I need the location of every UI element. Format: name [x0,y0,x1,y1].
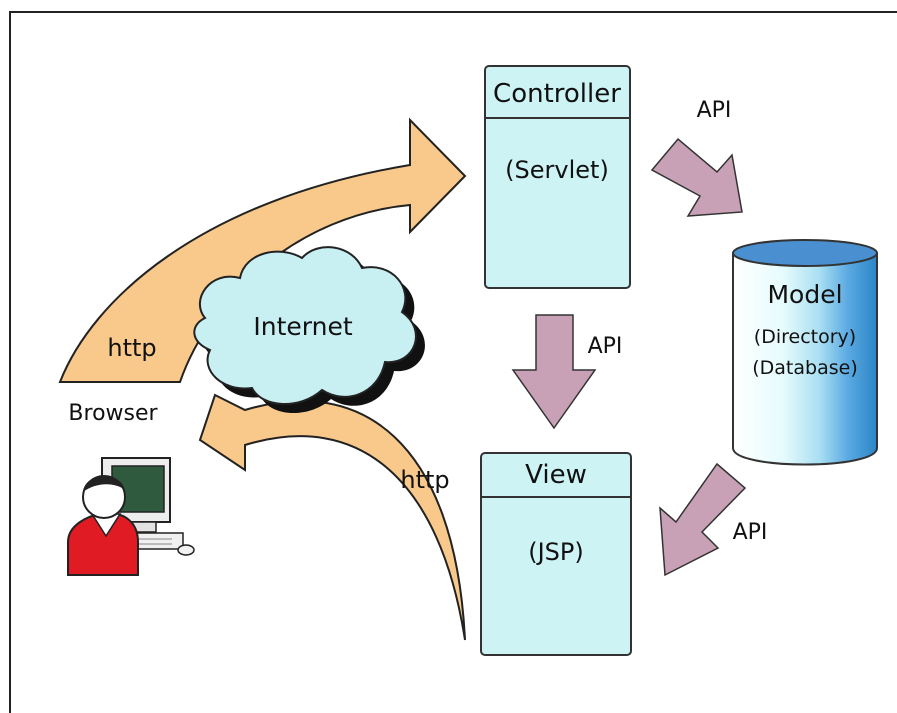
model-title: Model [767,280,842,309]
api-label-model-view: API [733,520,768,545]
http-label-lower: http [400,466,449,494]
api-arrow-model-to-view [659,462,747,577]
browser-label: Browser [68,401,158,426]
http-label-upper: http [107,334,156,362]
database-cylinder-icon [732,239,878,466]
view-subtitle: (JSP) [528,538,584,566]
view-title: View [525,460,587,490]
person-at-computer-icon [67,457,195,576]
internet-label: Internet [253,312,352,341]
api-label-controller-view: API [588,334,623,359]
api-label-controller-model: API [697,98,732,123]
view-box [480,452,632,656]
http-response-arrow [198,393,466,641]
model-line1: (Directory) [754,326,856,348]
frame-border [9,11,897,713]
controller-title: Controller [493,79,621,109]
internet-cloud-icon [193,246,417,405]
model-line2: (Database) [752,357,857,379]
api-arrow-controller-to-model [650,137,743,217]
controller-box [484,65,631,289]
controller-subtitle: (Servlet) [505,156,609,184]
api-arrow-controller-to-view [511,314,597,430]
